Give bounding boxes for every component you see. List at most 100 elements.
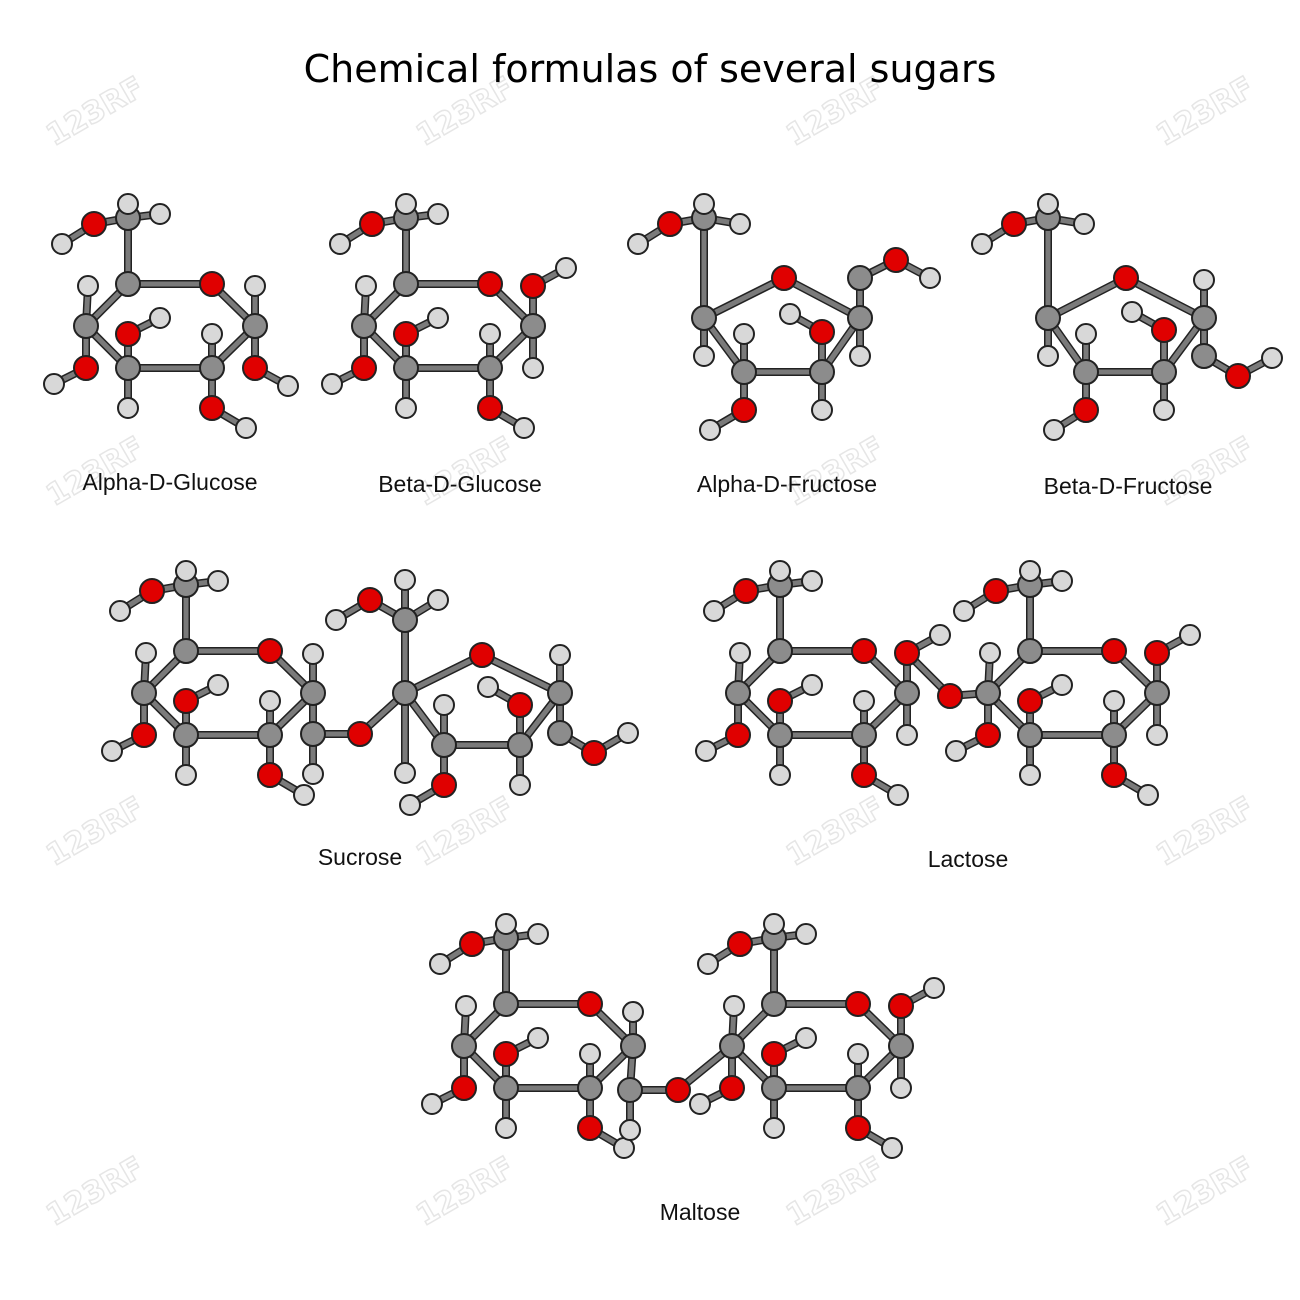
page-title: Chemical formulas of several sugars — [304, 47, 997, 91]
hydrogen-atom — [693, 345, 715, 367]
hydrogen-atom — [979, 642, 1001, 664]
molecule-lactose — [695, 560, 1201, 806]
oxygen-atom — [173, 688, 199, 714]
carbon-atom — [493, 991, 519, 1017]
hydrogen-atom — [43, 373, 65, 395]
hydrogen-atom — [627, 233, 649, 255]
hydrogen-atom — [549, 644, 571, 666]
oxygen-atom — [1225, 363, 1251, 389]
hydrogen-atom — [527, 1027, 549, 1049]
hydrogen-atom — [1179, 624, 1201, 646]
label-sucrose: Sucrose — [318, 844, 402, 870]
carbon-atom — [767, 722, 793, 748]
watermark-text: 123RF — [41, 1150, 150, 1233]
carbon-atom — [493, 1075, 519, 1101]
hydrogen-atom — [699, 419, 721, 441]
carbon-atom — [691, 305, 717, 331]
hydrogen-atom — [1019, 764, 1041, 786]
carbon-atom — [894, 680, 920, 706]
oxygen-atom — [451, 1075, 477, 1101]
hydrogen-atom — [395, 397, 417, 419]
watermark-text: 123RF — [411, 790, 520, 873]
oxygen-atom — [727, 931, 753, 957]
oxygen-atom — [888, 993, 914, 1019]
oxygen-atom — [351, 355, 377, 381]
atoms — [321, 193, 577, 439]
oxygen-atom — [493, 1041, 519, 1067]
hydrogen-atom — [613, 1137, 635, 1159]
hydrogen-atom — [763, 1117, 785, 1139]
hydrogen-atom — [763, 913, 785, 935]
hydrogen-atom — [693, 193, 715, 215]
hydrogen-atom — [919, 267, 941, 289]
hydrogen-atom — [477, 676, 499, 698]
hydrogen-atom — [175, 764, 197, 786]
hydrogen-atom — [293, 784, 315, 806]
oxygen-atom — [469, 642, 495, 668]
hydrogen-atom — [929, 624, 951, 646]
carbon-atom — [809, 359, 835, 385]
carbon-atom — [767, 638, 793, 664]
watermark-text: 123RF — [41, 790, 150, 873]
carbon-atom — [577, 1075, 603, 1101]
hydrogen-atom — [302, 763, 324, 785]
oxygen-atom — [1101, 638, 1127, 664]
hydrogen-atom — [945, 740, 967, 762]
hydrogen-atom — [1121, 301, 1143, 323]
hydrogen-atom — [779, 303, 801, 325]
carbon-atom — [242, 313, 268, 339]
hydrogen-atom — [509, 774, 531, 796]
oxygen-atom — [767, 688, 793, 714]
oxygen-atom — [199, 395, 225, 421]
oxygen-atom — [761, 1041, 787, 1067]
hydrogen-atom — [427, 307, 449, 329]
hydrogen-atom — [399, 794, 421, 816]
hydrogen-atom — [101, 740, 123, 762]
hydrogen-atom — [1261, 347, 1283, 369]
hydrogen-atom — [619, 1119, 641, 1141]
hydrogen-atom — [429, 953, 451, 975]
atoms — [101, 560, 639, 816]
carbon-atom — [547, 680, 573, 706]
oxygen-atom — [731, 397, 757, 423]
carbon-atom — [507, 732, 533, 758]
hydrogen-atom — [853, 690, 875, 712]
hydrogen-atom — [421, 1093, 443, 1115]
carbon-atom — [547, 720, 573, 746]
bond — [1123, 275, 1207, 321]
oxygen-atom — [577, 991, 603, 1017]
carbon-atom — [131, 680, 157, 706]
hydrogen-atom — [201, 323, 223, 345]
hydrogen-atom — [689, 1093, 711, 1115]
hydrogen-atom — [703, 600, 725, 622]
hydrogen-atom — [1037, 193, 1059, 215]
hydrogen-atom — [117, 193, 139, 215]
oxygen-atom — [851, 638, 877, 664]
carbon-atom — [451, 1033, 477, 1059]
hydrogen-atom — [723, 995, 745, 1017]
oxygen-atom — [115, 321, 141, 347]
carbon-atom — [1101, 722, 1127, 748]
hydrogen-atom — [622, 1001, 644, 1023]
carbon-atom — [1017, 722, 1043, 748]
hydrogen-atom — [329, 233, 351, 255]
hydrogen-atom — [1037, 345, 1059, 367]
hydrogen-atom — [1043, 419, 1065, 441]
hydrogen-atom — [1103, 690, 1125, 712]
hydrogen-atom — [77, 275, 99, 297]
carbon-atom — [617, 1077, 643, 1103]
oxygen-atom — [665, 1077, 691, 1103]
oxygen-atom — [845, 1115, 871, 1141]
hydrogen-atom — [801, 674, 823, 696]
hydrogen-atom — [277, 375, 299, 397]
carbon-atom — [1073, 359, 1099, 385]
carbon-atom — [199, 355, 225, 381]
label-alpha-d-glucose: Alpha-D-Glucose — [82, 469, 257, 495]
hydrogen-atom — [395, 193, 417, 215]
carbon-atom — [845, 1075, 871, 1101]
bond — [402, 652, 485, 696]
hydrogen-atom — [207, 570, 229, 592]
hydrogen-atom — [953, 600, 975, 622]
hydrogen-atom — [923, 977, 945, 999]
oxygen-atom — [719, 1075, 745, 1101]
